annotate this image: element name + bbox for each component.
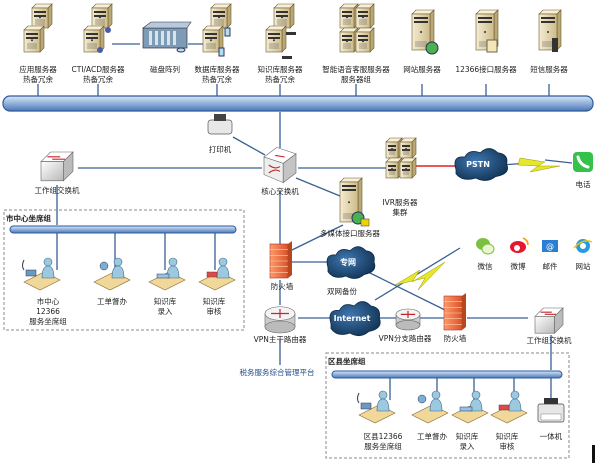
core-switch-icon [263, 147, 297, 184]
city-seat-label: 知识库 [202, 297, 226, 306]
left-workgroup-switch-label: 工作组交换机 [34, 186, 80, 195]
svg-text:@: @ [546, 242, 554, 251]
server-label-kb: 热备冗余 [265, 75, 295, 84]
social-label-site: 网站 [575, 262, 591, 271]
dual-backup-label: 双网备份 [327, 287, 357, 296]
server-label-app: 应用服务器 [19, 65, 57, 74]
server-disk [142, 21, 192, 53]
server-label-api: 12366接口服务器 [455, 65, 517, 74]
vpn-main-router-label: VPN主干路由器 [253, 335, 307, 344]
right-workgroup-switch-icon [534, 307, 564, 334]
pstn-cloud: PSTN [454, 148, 508, 181]
city-group-bus [9, 225, 237, 234]
server-api [475, 9, 499, 53]
ivr-cluster-icon [385, 137, 417, 179]
server-label-sms: 短信服务器 [530, 65, 568, 74]
city-seat-label: 市中心 [36, 297, 60, 306]
mgmt-platform-label: 税务服务综合管理平台 [239, 368, 315, 377]
phone-label: 电话 [575, 180, 591, 189]
server-sms [538, 9, 562, 52]
right-workgroup-switch-label: 工作组交换机 [526, 336, 572, 345]
server-label-ai: 智能语音客服服务器 [322, 65, 390, 74]
district-seat-label: 知识库 [495, 432, 519, 441]
server-label-disk: 磁盘阵列 [150, 65, 180, 74]
multimedia-server-icon [339, 177, 370, 227]
ivr-cluster-label: IVR服务器 [382, 198, 418, 207]
server-label-cti: 热备冗余 [83, 75, 113, 84]
left-workgroup-switch-icon [40, 151, 74, 182]
firewall-branch-label: 防火墙 [443, 334, 467, 343]
private-network-cloud: 专网 [326, 246, 376, 279]
city-seat-label: 审核 [206, 307, 222, 316]
vpn-branch-router-icon [395, 308, 421, 331]
city-seat-label: 12366 [36, 307, 60, 316]
social-label-mail: 邮件 [542, 262, 558, 271]
server-cti [83, 3, 113, 53]
social-label-wechat: 微信 [477, 262, 493, 271]
city-group-box [3, 209, 245, 331]
district-seat-2 [451, 390, 489, 424]
server-db [202, 3, 232, 57]
edge-marker [592, 445, 595, 463]
city-seat-2 [148, 257, 186, 291]
server-label-db: 热备冗余 [202, 75, 232, 84]
wireless-bolt-icon [394, 261, 446, 291]
city-seat-label: 工单督办 [97, 297, 127, 306]
district-group-box [325, 352, 570, 459]
district-seat-label: 一体机 [539, 432, 563, 441]
printer-label: 打印机 [208, 145, 232, 154]
server-kb [265, 3, 296, 59]
server-label-cti: CTI/ACD服务器 [71, 65, 125, 74]
district-seat-1 [411, 390, 449, 424]
district-seat-3 [490, 390, 528, 424]
firewall-branch-icon [443, 293, 466, 331]
printer-icon [207, 114, 233, 135]
district-seat-label: 服务坐席组 [364, 442, 402, 451]
district-seat-label: 工单督办 [417, 432, 447, 441]
vpn-main-router-icon [264, 306, 296, 334]
firewall-main-label: 防火墙 [270, 282, 294, 291]
city-seat-1 [93, 257, 131, 291]
district-seat-label: 区县12366 [363, 432, 403, 441]
internet-cloud: Internet [329, 301, 381, 337]
internet-label: Internet [334, 314, 371, 323]
district-group-title: 区县坐席组 [328, 357, 366, 366]
city-seat-0 [22, 257, 61, 291]
district-seat-0 [357, 390, 396, 424]
district-seat-label: 录入 [459, 442, 475, 451]
mail-icon: @ [542, 240, 558, 252]
ie-icon [573, 239, 593, 253]
server-label-ai: 服务器组 [341, 75, 371, 84]
server-label-db: 数据库服务器 [194, 65, 240, 74]
wechat-icon [476, 238, 495, 255]
city-seat-3 [198, 257, 236, 291]
weibo-icon [510, 237, 529, 253]
multimedia-server-label: 多媒体接口服务器 [320, 229, 380, 238]
phone-icon [573, 152, 593, 172]
server-label-kb: 知识库服务器 [257, 65, 303, 74]
core-switch-label: 核心交换机 [261, 187, 299, 196]
city-group-title: 市中心坐席组 [6, 214, 51, 223]
district-seat-label: 知识库 [455, 432, 479, 441]
city-seat-label: 服务坐席组 [29, 317, 67, 326]
wireless-bolt-icon [517, 157, 561, 173]
vpn-branch-router-label: VPN分支路由器 [378, 334, 432, 343]
server-label-app: 热备冗余 [23, 75, 53, 84]
backbone-bus [2, 95, 594, 112]
ivr-cluster-label: 集群 [392, 208, 408, 217]
private-network-label: 专网 [340, 257, 356, 267]
pstn-label: PSTN [466, 160, 490, 169]
district-seat-label: 审核 [499, 442, 515, 451]
firewall-main-icon [269, 241, 292, 279]
city-seat-label: 录入 [157, 307, 173, 316]
server-app [23, 3, 53, 53]
district-group-bus [331, 370, 563, 379]
city-seat-label: 知识库 [153, 297, 177, 306]
server-ai [339, 3, 375, 53]
social-label-weibo: 微博 [510, 262, 526, 271]
server-web [411, 9, 439, 55]
all-in-one-printer-icon [537, 398, 565, 423]
server-label-web: 网站服务器 [403, 65, 441, 74]
